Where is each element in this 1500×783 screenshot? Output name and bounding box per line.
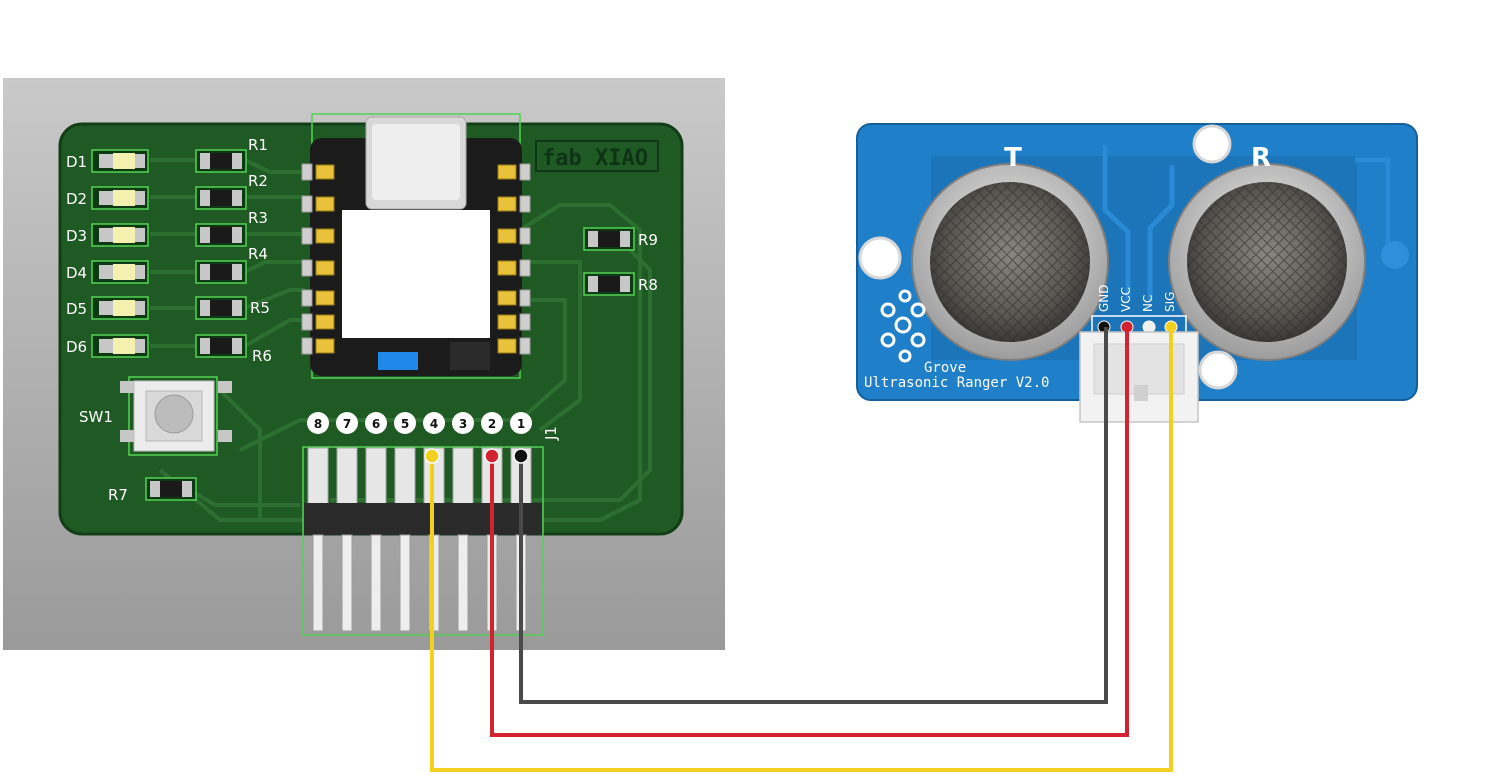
pin-number: 4: [430, 417, 438, 431]
transmitter-label: T: [1004, 143, 1022, 173]
xiao-left-pads: [301, 163, 335, 355]
resistor-label-r2: R2: [248, 172, 268, 190]
sensor-traces: [1102, 145, 1391, 300]
xiao-module: [301, 113, 531, 379]
resistor-column: R1 R2 R3 R4 R5: [195, 136, 272, 365]
ultrasonic-sensor: T R GND VCC NC SIG Grove Ultrasonic Rang…: [856, 123, 1418, 423]
pin-label-nc: NC: [1141, 295, 1155, 312]
resistor-r8: R8: [583, 272, 658, 296]
led-d2: D2: [66, 186, 149, 210]
led-d6: D6: [66, 334, 149, 358]
switch-label: SW1: [79, 408, 113, 426]
pcb-render: fab XIAO D1 D2 D3 D4: [3, 78, 725, 650]
module-name: Ultrasonic Ranger V2.0: [864, 375, 1049, 391]
receiver-label: R: [1251, 143, 1271, 173]
board-title-box: [535, 140, 659, 172]
transducer-r: [1168, 163, 1366, 361]
pin-number: 7: [343, 417, 351, 431]
resistor-label-r3: R3: [248, 209, 268, 227]
led-label-d2: D2: [66, 190, 87, 208]
xiao-right-pads: [497, 163, 531, 355]
resistor-r4: R4: [195, 245, 268, 284]
mounting-hole: [1381, 241, 1409, 269]
wire-vcc: [490, 327, 1129, 737]
pcb-traces: [150, 158, 652, 522]
resistor-r5: R5: [195, 296, 270, 320]
resistor-label-r8: R8: [638, 276, 658, 294]
mounting-hole: [1192, 124, 1232, 164]
resistor-r2: R2: [195, 172, 268, 210]
grove-logo-icon: [880, 289, 926, 363]
pin-number: 6: [372, 417, 380, 431]
header-pad-sig: [424, 448, 440, 464]
wire-sig: [430, 327, 1173, 772]
led-d1: D1: [66, 149, 149, 173]
led-label-d1: D1: [66, 153, 87, 171]
pin-number: 3: [459, 417, 467, 431]
header-pad-gnd: [513, 448, 529, 464]
transducer-t: [911, 163, 1109, 361]
led-label-d6: D6: [66, 338, 87, 356]
led-label-d4: D4: [66, 264, 87, 282]
led-column: D1 D2 D3 D4 D5: [66, 149, 149, 358]
pin-number: 2: [488, 417, 496, 431]
resistor-label-r4: R4: [248, 245, 268, 263]
resistor-label-r1: R1: [248, 136, 268, 154]
pin-number: 8: [314, 417, 322, 431]
resistor-label-r7: R7: [108, 486, 128, 504]
pin-number: 5: [401, 417, 409, 431]
brand-label: Grove: [924, 360, 966, 376]
grove-connector: [1079, 331, 1199, 423]
resistor-r1: R1: [195, 136, 268, 173]
header-pins: [307, 447, 532, 505]
header-plastic-body: [304, 503, 542, 535]
sensor-pin-labels: GND VCC NC SIG: [1097, 284, 1177, 312]
pin-label-sig: SIG: [1163, 292, 1177, 312]
led-label-d3: D3: [66, 227, 87, 245]
pin-number-labels: 8 7 6 5 4 3 2 1: [307, 412, 532, 434]
pin-label-vcc: VCC: [1119, 287, 1133, 312]
sensor-pad-nc: [1142, 320, 1156, 334]
resistor-r7: R7: [108, 477, 197, 504]
pin-label-gnd: GND: [1097, 284, 1111, 312]
led-d4: D4: [66, 260, 149, 284]
led-label-d5: D5: [66, 300, 87, 318]
resistor-r6: R6: [195, 334, 272, 365]
resistor-r3: R3: [195, 209, 268, 247]
resistor-label-r9: R9: [638, 231, 658, 249]
led-d5: D5: [66, 296, 149, 320]
wires: [430, 327, 1173, 772]
board-title: fab XIAO: [542, 146, 648, 171]
header-label: J1: [542, 426, 560, 441]
mounting-hole: [858, 236, 902, 280]
resistor-label-r6: R6: [252, 347, 272, 365]
mounting-hole: [1198, 350, 1238, 390]
led-d3: D3: [66, 223, 149, 247]
resistor-label-r5: R5: [250, 299, 270, 317]
resistor-r9: R9: [583, 227, 658, 251]
header-pad-vcc: [484, 448, 500, 464]
switch-sw1: SW1: [79, 376, 232, 456]
wire-gnd: [519, 327, 1108, 704]
pin-number: 1: [517, 417, 525, 431]
